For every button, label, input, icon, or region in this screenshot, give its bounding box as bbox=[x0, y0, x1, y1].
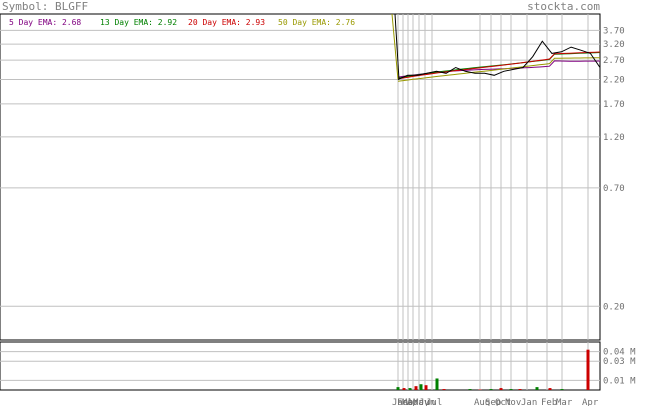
volume-y-tick-label: 0.01 M bbox=[603, 376, 636, 386]
volume-bar bbox=[586, 349, 590, 390]
legend-ema5: 5 Day EMA: 2.68 bbox=[9, 18, 82, 27]
price-y-tick-label: 0.70 bbox=[603, 184, 625, 194]
price-line bbox=[397, 40, 601, 80]
x-tick-label: Mar bbox=[402, 398, 419, 406]
brand-label: stockta.com bbox=[527, 0, 600, 13]
legend-ema20: 20 Day EMA: 2.93 bbox=[188, 18, 266, 27]
legend-ema50: 50 Day EMA: 2.76 bbox=[278, 18, 356, 27]
x-tick-label: Jun bbox=[419, 398, 435, 406]
volume-bar bbox=[435, 378, 439, 390]
volume-bar bbox=[419, 384, 423, 390]
x-tick-label: Sep bbox=[485, 398, 501, 406]
x-tick-label: Apr bbox=[407, 398, 424, 406]
volume-bar bbox=[499, 388, 503, 390]
legend-ema13: 13 Day EMA: 2.92 bbox=[100, 18, 178, 27]
price-panel-frame bbox=[0, 13, 601, 341]
price-lead-line bbox=[394, 13, 400, 80]
price-y-tick-label: 2.70 bbox=[603, 56, 625, 66]
x-tick-label: Aug bbox=[474, 398, 490, 406]
x-tick-label: Nov bbox=[505, 398, 521, 406]
volume-panel-frame bbox=[0, 341, 601, 391]
x-tick-label: Jul bbox=[426, 398, 442, 406]
volume-bar bbox=[408, 388, 412, 390]
volume-bar bbox=[518, 389, 522, 390]
volume-y-tick-label: 0.04 M bbox=[603, 348, 636, 358]
volume-bar bbox=[442, 389, 446, 390]
volume-bar bbox=[478, 389, 482, 391]
volume-bar bbox=[560, 389, 564, 390]
ema50-line bbox=[397, 57, 600, 82]
x-tick-label: Feb bbox=[397, 398, 413, 406]
x-tick-label: Feb bbox=[541, 398, 557, 406]
volume-bar bbox=[468, 389, 472, 390]
price-y-tick-label: 3.70 bbox=[603, 26, 625, 36]
ema20-line bbox=[397, 51, 601, 80]
volume-bar bbox=[509, 389, 513, 390]
price-y-tick-label: 3.20 bbox=[603, 40, 625, 50]
volume-bar bbox=[535, 387, 539, 390]
volume-y-tick-label: 0.03 M bbox=[603, 357, 636, 367]
price-y-tick-label: 2.20 bbox=[603, 76, 625, 86]
x-tick-label: Jan bbox=[392, 398, 408, 406]
ema50-lead-line bbox=[391, 13, 399, 80]
volume-bar bbox=[424, 385, 428, 390]
volume-bar bbox=[548, 388, 552, 390]
x-tick-label: Jan bbox=[521, 398, 537, 406]
volume-bar bbox=[396, 387, 400, 390]
price-y-tick-label: 1.20 bbox=[603, 133, 625, 143]
x-tick-label: Oct bbox=[495, 398, 511, 406]
x-tick-label: May bbox=[413, 398, 430, 406]
volume-bar bbox=[489, 389, 493, 390]
symbol-title: Symbol: BLGFF bbox=[2, 0, 89, 13]
price-y-tick-label: 1.70 bbox=[603, 100, 625, 110]
x-tick-label: Apr bbox=[582, 398, 599, 406]
volume-bar bbox=[402, 388, 406, 390]
volume-bar bbox=[414, 386, 418, 390]
x-tick-label: Mar bbox=[556, 398, 573, 406]
price-y-tick-label: 0.20 bbox=[603, 302, 625, 312]
